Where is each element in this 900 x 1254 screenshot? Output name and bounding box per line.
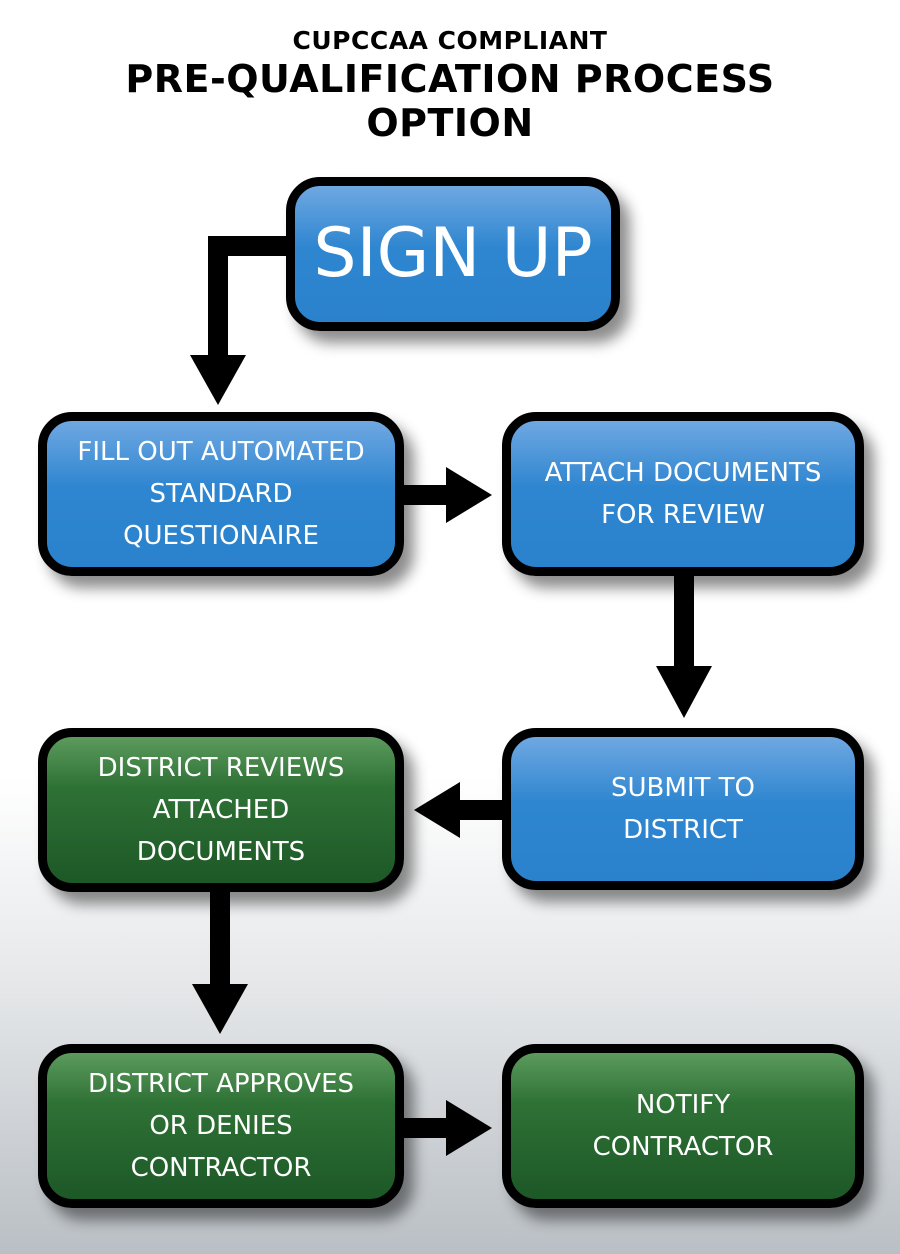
title-line-2: PRE-QUALIFICATION PROCESS [125, 57, 775, 101]
arrow-attach-to-submit [656, 572, 712, 718]
arrow-fillout-to-attach [398, 467, 492, 523]
step-fill-out-questionnaire: FILL OUT AUTOMATED STANDARD QUESTIONAIRE [38, 412, 404, 576]
step-notify-contractor: NOTIFY CONTRACTOR [502, 1044, 864, 1208]
arrow-reviews-to-approves [192, 888, 248, 1034]
arrow-signup-to-fillout [190, 236, 300, 405]
title-line-3: OPTION [366, 101, 534, 145]
step-attach-documents: ATTACH DOCUMENTS FOR REVIEW [502, 412, 864, 576]
step-district-reviews: DISTRICT REVIEWS ATTACHED DOCUMENTS [38, 728, 404, 892]
step-sign-up: SIGN UP [286, 177, 620, 331]
arrow-approves-to-notify [398, 1100, 492, 1156]
step-submit-to-district: SUBMIT TO DISTRICT [502, 728, 864, 890]
arrow-submit-to-reviews [414, 782, 508, 838]
step-district-approves: DISTRICT APPROVES OR DENIES CONTRACTOR [38, 1044, 404, 1208]
title-line-1: CUPCCAA COMPLIANT [292, 26, 608, 55]
